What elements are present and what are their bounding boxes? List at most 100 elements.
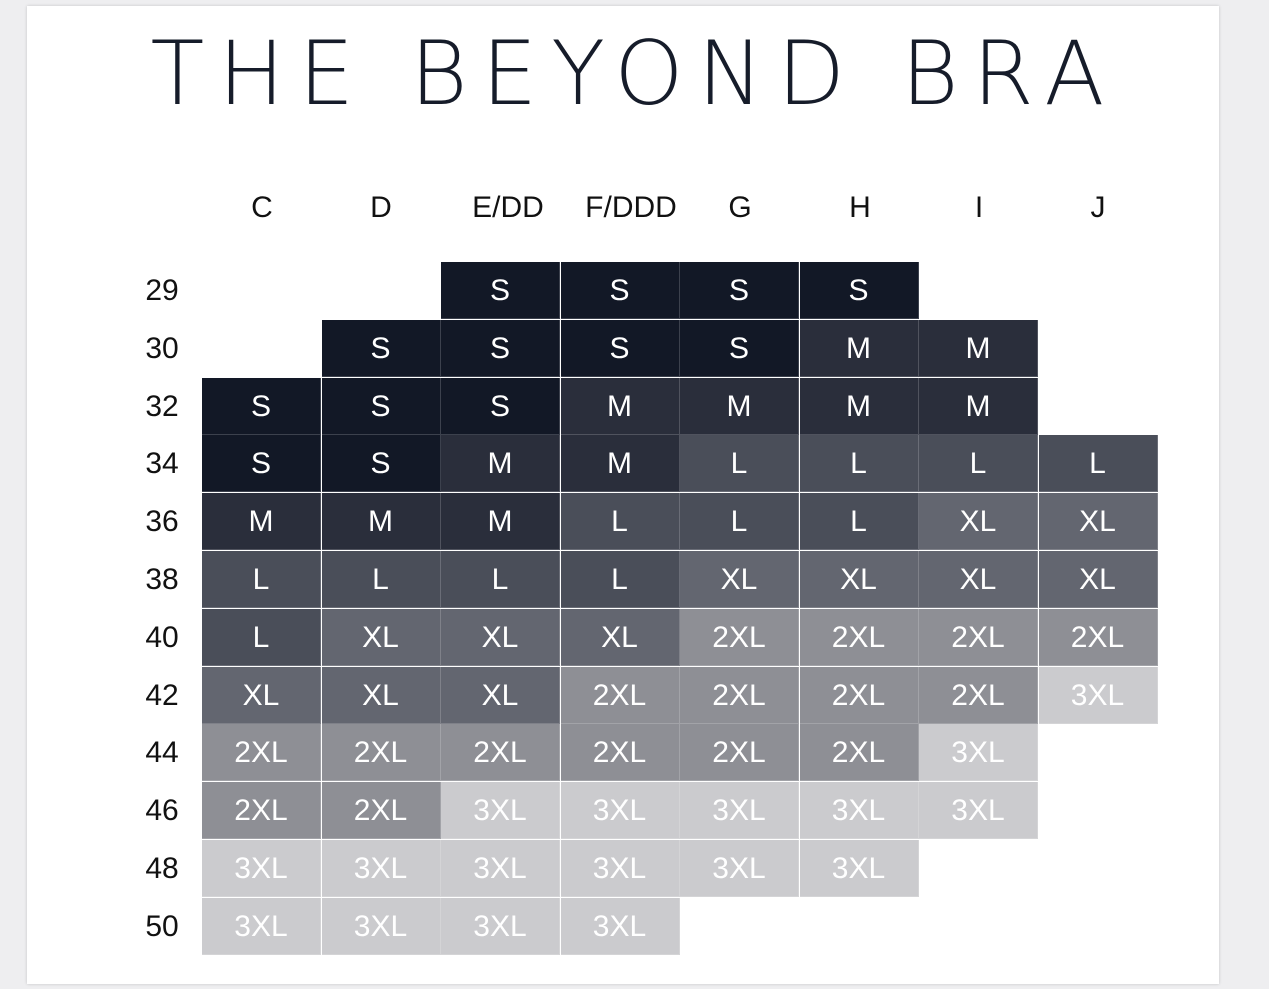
band-size-label: 32 xyxy=(145,389,179,423)
size-cell: XL xyxy=(919,551,1038,608)
size-cell: M xyxy=(560,435,680,493)
size-cell: S xyxy=(680,262,799,319)
size-cell: 3XL xyxy=(560,782,680,840)
size-cell: XL xyxy=(441,666,560,724)
cup-size-header: H xyxy=(849,191,871,224)
size-cell: XL xyxy=(799,551,919,608)
size-cell: 2XL xyxy=(919,608,1038,666)
size-cell: XL xyxy=(919,493,1038,551)
size-cell: L xyxy=(321,551,441,608)
size-cell: M xyxy=(799,377,919,435)
size-cell: S xyxy=(202,377,321,435)
band-size-label: 38 xyxy=(145,563,179,596)
size-cell: 2XL xyxy=(321,724,441,782)
band-size-label: 48 xyxy=(145,852,179,885)
size-cell: L xyxy=(560,551,680,608)
size-cell: S xyxy=(560,262,680,319)
size-cell: L xyxy=(680,435,799,493)
size-cell: S xyxy=(799,262,919,319)
size-cell: M xyxy=(560,377,680,435)
size-cell: S xyxy=(441,319,560,377)
size-cell: 3XL xyxy=(560,897,680,955)
size-cell: 3XL xyxy=(202,840,321,897)
band-size-label: 34 xyxy=(145,447,179,481)
cup-size-header: E/DD xyxy=(472,191,544,224)
size-cell: 2XL xyxy=(680,608,799,666)
size-cell: 3XL xyxy=(799,782,919,840)
size-cell: 2XL xyxy=(799,724,919,782)
size-cell: 2XL xyxy=(799,666,919,724)
size-cell: 3XL xyxy=(1038,666,1158,724)
band-size-label: 29 xyxy=(145,274,179,307)
size-cell: L xyxy=(919,435,1038,493)
size-cell: 2XL xyxy=(321,782,441,840)
size-cell: S xyxy=(441,262,560,319)
size-cell: 3XL xyxy=(560,840,680,897)
size-cell: L xyxy=(202,551,321,608)
band-size-label: 42 xyxy=(145,678,179,712)
size-cell: 3XL xyxy=(321,897,441,955)
cup-size-header: D xyxy=(370,191,392,224)
size-cell: L xyxy=(799,435,919,493)
cup-size-header: F/DDD xyxy=(585,191,677,224)
size-cell: XL xyxy=(1038,493,1158,551)
size-cell: 2XL xyxy=(799,608,919,666)
size-cell: L xyxy=(441,551,560,608)
size-cell: S xyxy=(441,377,560,435)
band-size-label: 36 xyxy=(145,505,179,539)
size-cell: 2XL xyxy=(441,724,560,782)
size-cell: 3XL xyxy=(919,782,1038,840)
size-cell: M xyxy=(202,493,321,551)
size-cell: 2XL xyxy=(560,724,680,782)
size-cell: 2XL xyxy=(680,724,799,782)
size-cell: M xyxy=(321,493,441,551)
size-cell: M xyxy=(680,377,799,435)
size-cell: XL xyxy=(321,666,441,724)
size-cell: 2XL xyxy=(560,666,680,724)
size-cell: S xyxy=(680,319,799,377)
size-cell: XL xyxy=(680,551,799,608)
size-cell: 3XL xyxy=(202,897,321,955)
band-size-label: 30 xyxy=(145,331,179,365)
size-cell: 3XL xyxy=(321,840,441,897)
size-cell: S xyxy=(321,377,441,435)
size-cell: XL xyxy=(441,608,560,666)
size-cell: M xyxy=(441,435,560,493)
band-size-label: 44 xyxy=(145,736,179,770)
band-size-label: 50 xyxy=(145,909,179,943)
size-cell: 3XL xyxy=(680,840,799,897)
size-cell: M xyxy=(441,493,560,551)
size-cell: 2XL xyxy=(919,666,1038,724)
cup-size-header: C xyxy=(251,191,273,224)
size-cell: XL xyxy=(321,608,441,666)
cup-size-header: I xyxy=(974,191,984,224)
size-cell: 3XL xyxy=(441,840,560,897)
chart-title: THE BEYOND BRA xyxy=(150,22,1119,125)
size-cell: L xyxy=(680,493,799,551)
size-cell: S xyxy=(321,319,441,377)
size-cell: L xyxy=(560,493,680,551)
size-cell: 2XL xyxy=(1038,608,1158,666)
size-cell: M xyxy=(919,377,1038,435)
size-cell: S xyxy=(321,435,441,493)
size-cell: 3XL xyxy=(441,897,560,955)
size-cell: L xyxy=(1038,435,1158,493)
cup-size-header: J xyxy=(1090,191,1106,224)
band-size-label: 40 xyxy=(145,620,179,654)
size-cell: M xyxy=(799,319,919,377)
size-cell: 2XL xyxy=(680,666,799,724)
size-cell: 3XL xyxy=(799,840,919,897)
size-cell: L xyxy=(202,608,321,666)
size-cell: XL xyxy=(202,666,321,724)
size-cell: S xyxy=(560,319,680,377)
size-cell: M xyxy=(919,319,1038,377)
size-cell: S xyxy=(202,435,321,493)
size-cell: L xyxy=(799,493,919,551)
size-cell: XL xyxy=(1038,551,1158,608)
size-cell: 3XL xyxy=(919,724,1038,782)
size-cell: XL xyxy=(560,608,680,666)
size-cell: 2XL xyxy=(202,724,321,782)
cup-size-header: G xyxy=(728,191,752,224)
size-cell: 3XL xyxy=(441,782,560,840)
band-size-label: 46 xyxy=(145,794,179,828)
